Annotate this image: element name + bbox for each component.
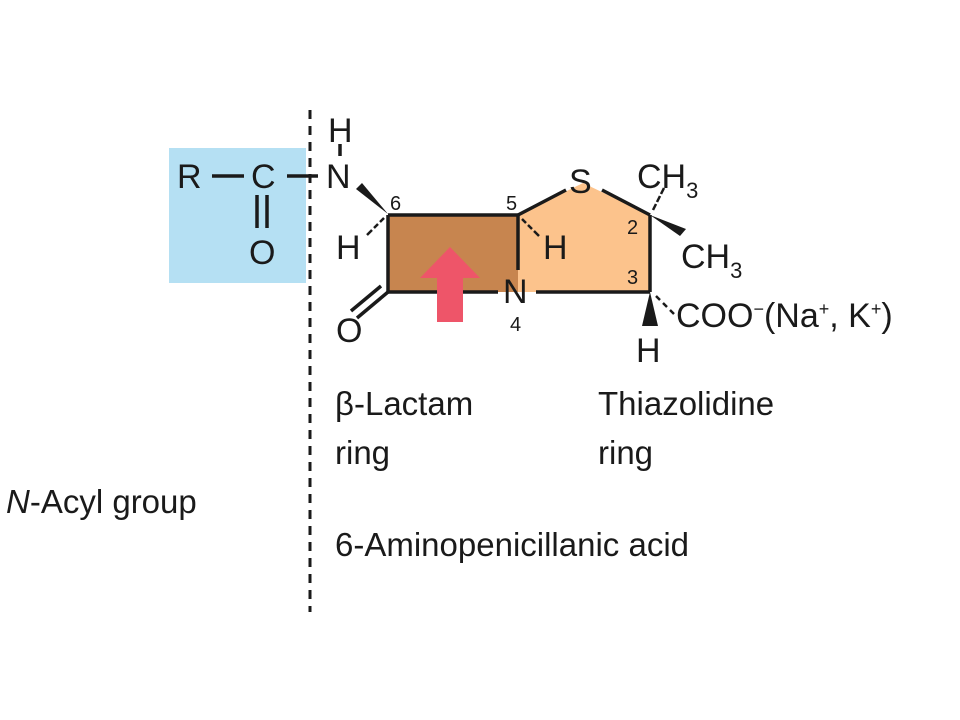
wedge-bond-n-c6 xyxy=(356,183,388,214)
group-carboxylate: COO−(Na+, K+) xyxy=(676,297,893,335)
beta-lactam-label-line2: ring xyxy=(335,434,390,471)
group-ch3-bottom: CH3 xyxy=(681,238,742,283)
atom-h6: H xyxy=(336,229,361,267)
wedge-bond-c2-ch3 xyxy=(650,215,686,236)
acyl-bonds xyxy=(212,144,342,228)
atom-r: R xyxy=(177,158,202,196)
atom-o-acyl: O xyxy=(249,234,275,272)
hash-bond-c5-h xyxy=(521,218,540,237)
aminopenicillanic-acid-label: 6-Aminopenicillanic acid xyxy=(335,526,689,563)
n-acyl-group-label: N-Acyl group xyxy=(6,483,197,520)
atom-h5: H xyxy=(543,229,568,267)
atom-h-amide: H xyxy=(328,112,353,150)
atom-o-lactam: O xyxy=(336,312,362,350)
thiazolidine-label-line2: ring xyxy=(598,434,653,471)
atom-n-amide: N xyxy=(326,158,351,196)
position-4: 4 xyxy=(510,314,521,336)
position-3: 3 xyxy=(627,267,638,289)
thiazolidine-ring-fill xyxy=(518,183,650,292)
wedge-bond-c3-h xyxy=(642,292,658,326)
hash-bond-c6-h xyxy=(366,217,385,236)
attack-arrow xyxy=(420,247,480,322)
group-ch3-top: CH3 xyxy=(637,158,698,203)
hash-bond-c3-coo xyxy=(655,295,675,315)
thiazolidine-label-line1: Thiazolidine xyxy=(598,385,774,422)
atom-h3: H xyxy=(636,332,661,370)
hash-bond-c2-ch3 xyxy=(651,187,666,211)
position-2: 2 xyxy=(627,217,638,239)
position-6: 6 xyxy=(390,193,401,215)
atom-c: C xyxy=(251,158,276,196)
acyl-group-highlight xyxy=(169,148,306,283)
lactam-carbonyl-bond xyxy=(349,284,390,320)
position-5: 5 xyxy=(506,193,517,215)
atom-s: S xyxy=(569,163,592,201)
beta-lactam-label-line1: β-Lactam xyxy=(335,385,473,422)
atom-n4: N xyxy=(503,273,528,311)
